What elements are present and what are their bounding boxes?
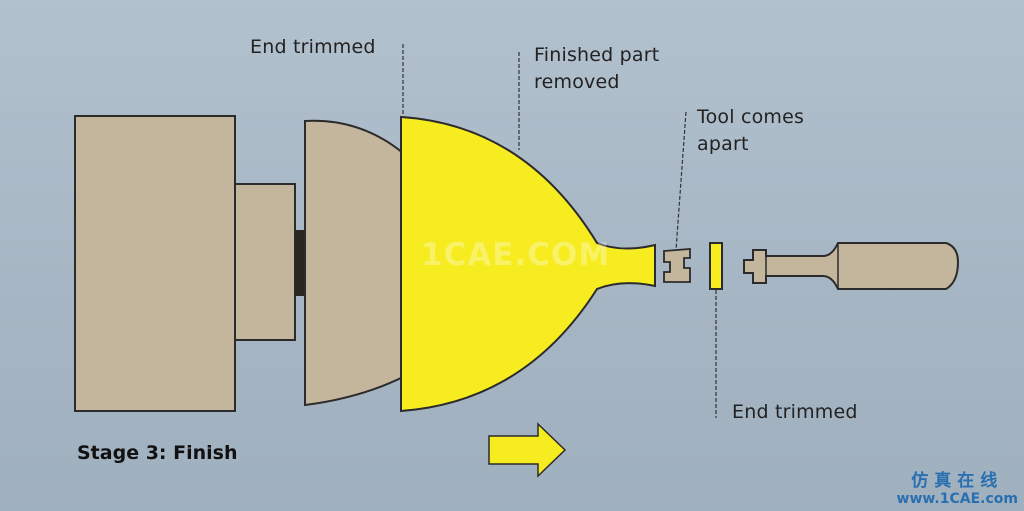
label-tool-comes-apart-line2: apart: [697, 133, 749, 155]
label-end-trimmed-bottom: End trimmed: [732, 401, 858, 423]
leader-tool-comes-apart: [675, 111, 687, 251]
direction-arrow: [488, 422, 567, 478]
label-finished-part-line1: Finished part: [534, 44, 660, 66]
label-finished-part: Finished part removed: [534, 42, 659, 96]
machine-block: [74, 115, 236, 412]
brand-url: www.1CAE.com: [896, 491, 1018, 507]
watermark: 1CAE.COM: [421, 237, 611, 273]
brand-cn: 仿真在线: [911, 471, 1004, 491]
connector: [295, 230, 305, 296]
trimmed-end: [709, 242, 723, 290]
label-tool-comes-apart-line1: Tool comes: [697, 106, 805, 128]
label-end-trimmed-top: End trimmed: [250, 36, 376, 58]
label-tool-comes-apart: Tool comes apart: [697, 104, 804, 158]
brand-logo: 仿真在线 www.1CAE.com: [897, 466, 1018, 507]
spindle-hub: [234, 183, 296, 341]
finished-part: [400, 115, 656, 413]
tool-fragment: [663, 248, 691, 283]
mandrel-dome: [304, 119, 404, 407]
stage-title: Stage 3: Finish: [77, 442, 238, 464]
label-finished-part-line2: removed: [534, 71, 620, 93]
tool-shaft: [743, 242, 960, 290]
